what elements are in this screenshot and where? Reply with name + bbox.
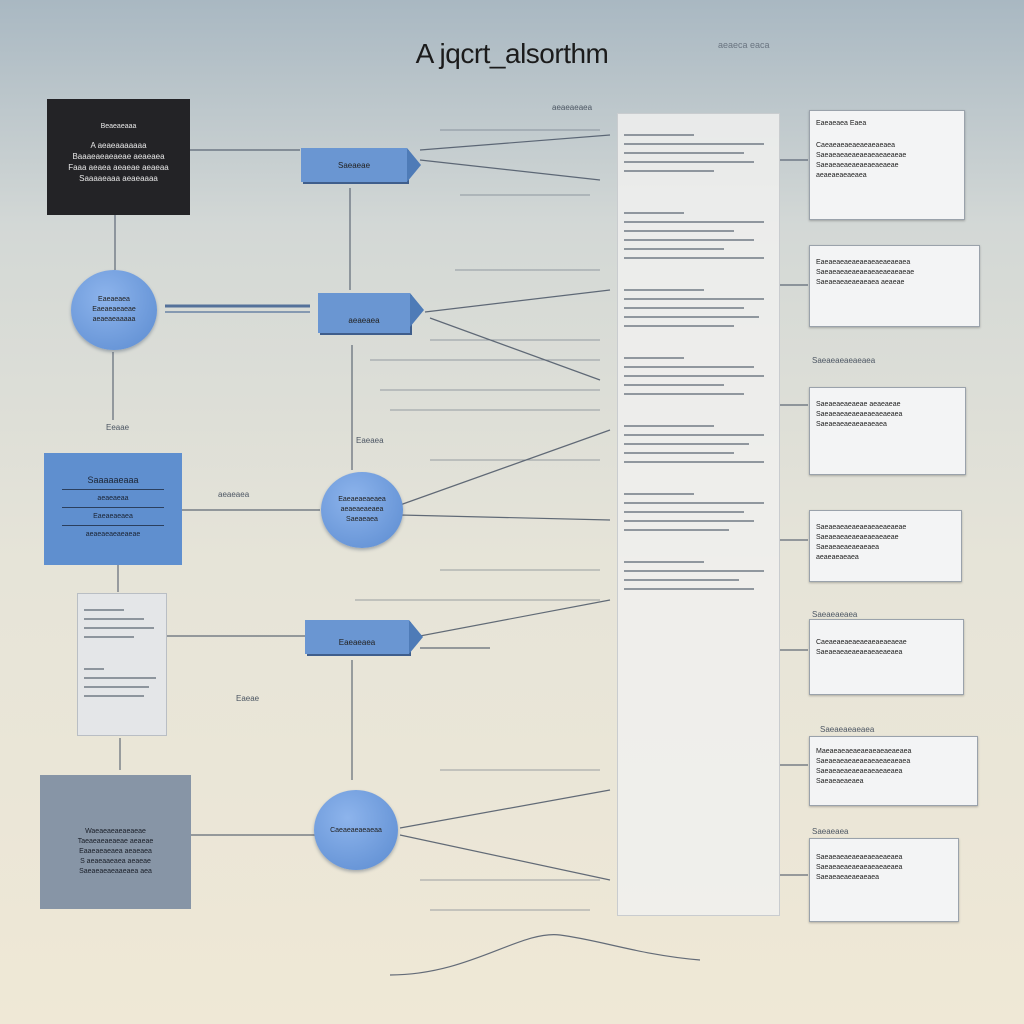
note-card-5: Caeaeaeaeaeaeaeaeaeaeae Saeaeaeaeaeaeaea… bbox=[809, 619, 964, 695]
card-line: Saeaeaeaeaeaeaeaeaeaea bbox=[816, 864, 903, 871]
note-card-2: Eaeaeaeaeaeaeaeaeaeaeaea Saeaeaeaeaeaeae… bbox=[809, 245, 980, 327]
mid-tag: aeaeaeaea bbox=[552, 103, 593, 112]
card-line: Saeaeaeaeaeaeaeaeaeaea bbox=[816, 649, 903, 656]
blue-box-heading: Saaaaaeaaa bbox=[87, 475, 139, 485]
card-tag: Saeaeaea bbox=[812, 827, 849, 836]
top-note: aeaeca eaca bbox=[718, 40, 770, 50]
card-line: Saeaeaeaeaeaeaea bbox=[816, 544, 880, 551]
card-line: Caeaeaeaeaeaeaeaeaea bbox=[816, 142, 896, 149]
blue-box: Saaaaaeaaa aeaeaeaa Eaeaeaeaea aeaeaeaea… bbox=[44, 453, 182, 565]
circle-line: Eaeaeaea bbox=[98, 296, 130, 303]
arrow-label: Eaeaeaea bbox=[338, 637, 376, 647]
card-line: aeaeaeaeaeaea bbox=[816, 172, 867, 179]
note-card-4: Saeaeaeaeaeaeaeaeaeaeae Saeaeaeaeaeaeaea… bbox=[809, 510, 962, 582]
card-line: Saeaeaeaeaeaeaea bbox=[816, 874, 880, 881]
card-line: Saeaeaeaeaeaeaeaeaeaeae bbox=[816, 524, 907, 531]
card-line: Saeaeaeaeaeaeaeaeaeaeaeae bbox=[816, 269, 915, 276]
card-line: Saeaeaeaeaeaeaeaeaeae bbox=[816, 162, 899, 169]
note-card-6: Maeaeaeaeaeaeaeaeaeaeaea Saeaeaeaeaeaeae… bbox=[809, 736, 978, 806]
circle-line: Saeaeaea bbox=[346, 516, 378, 523]
card-line: Saeaeaeaeaeaeaeaeaeaeaea bbox=[816, 758, 911, 765]
slate-box-line: Saeaeaeaeaaeaea aea bbox=[79, 868, 152, 875]
card-line: Eaeaeaeaeaeaeaeaeaeaeaea bbox=[816, 259, 911, 266]
arrow-label: aeaeaea bbox=[348, 315, 380, 325]
note-card-1: Eaeaeaea Eaea Caeaeaeaeaeaeaeaeaea Saeae… bbox=[809, 110, 965, 220]
card-line: Saeaeaeaeaeaeaeaeaeaeae bbox=[816, 152, 907, 159]
card-line: Saeaeaeaeaeaeaeaeaeaea bbox=[816, 411, 903, 418]
card-line: Saeaeaeaeaeaeaeaeaeaea bbox=[816, 768, 903, 775]
circle-line: Caeaeaeaeaeaa bbox=[330, 826, 382, 834]
blue-box-line: Eaeaeaeaea bbox=[93, 513, 133, 520]
circle-line: aeaeaeaaaaa bbox=[92, 316, 136, 323]
dark-box-heading: Beaeaeaaa bbox=[100, 123, 137, 130]
slate-box-line: S aeaeaaeaea aeaeae bbox=[80, 858, 151, 865]
dark-box-line: Faaa aeaea aeaeae aeaeaa bbox=[68, 163, 169, 172]
dark-box-line: Baaaeaeaeaeae aeaeaea bbox=[72, 152, 165, 161]
blue-box-line: aeaeaeaa bbox=[97, 495, 129, 502]
circle-line: Eaeaeaeaeae bbox=[92, 306, 136, 313]
mid-tag: Eaeae bbox=[236, 694, 260, 703]
process-circle-1: Eaeaeaea Eaeaeaeaeae aeaeaeaaaaa bbox=[71, 270, 157, 350]
arrow-label: Saeaeae bbox=[337, 160, 371, 170]
card-line: aeaeaeaeaea bbox=[816, 554, 859, 561]
card-tag: Saeaeaeaeaeaea bbox=[812, 356, 876, 365]
card-tag: Saeaeaeaea bbox=[812, 610, 858, 619]
card-line: Saeaeaeaeaeaeaeaeaeae bbox=[816, 534, 899, 541]
slate-box: Waeaeaeaeaeaeae Taeaeaeaeaeae aeaeae Eaa… bbox=[40, 775, 191, 909]
card-line: Maeaeaeaeaeaeaeaeaeaeaea bbox=[816, 748, 912, 755]
card-line: Saeaeaeaeaeaeaeaeaeaea bbox=[816, 854, 903, 861]
note-card-3: Saeaeaeaeaeae aeaeaeae Saeaeaeaeaeaeaeae… bbox=[809, 387, 966, 475]
process-circle-2: Eaeaeaeaeaea aeaeaeaeaea Saeaeaea bbox=[321, 472, 403, 548]
card-line: Saeaeaeaeaea bbox=[816, 778, 864, 785]
slate-box-line: Taeaeaeaeaeae aeaeae bbox=[77, 838, 154, 845]
mid-tag: Eaeaea bbox=[356, 436, 384, 445]
card-line: Saeaeaeaeaeae aeaeaeae bbox=[816, 401, 901, 408]
paper-sheet-left bbox=[77, 593, 167, 736]
card-line: Caeaeaeaeaeaeaeaeaeaeae bbox=[816, 639, 907, 646]
process-circle-3: Caeaeaeaeaeaa bbox=[314, 790, 398, 870]
circle-line: aeaeaeaeaea bbox=[340, 506, 384, 513]
note-card-7: Saeaeaeaeaeaeaeaeaeaea Saeaeaeaeaeaeaeae… bbox=[809, 838, 959, 922]
slate-box-line: Waeaeaeaeaeaeae bbox=[85, 828, 146, 835]
circle-line: Eaeaeaeaeaea bbox=[338, 496, 386, 503]
dark-box-line: A aeaeaaaaaaa bbox=[90, 141, 147, 150]
mid-tag: aeaeaea bbox=[218, 490, 250, 499]
card-line: Saeaeaeaeaeaeaea aeaeae bbox=[816, 279, 905, 286]
sheet-column bbox=[617, 113, 780, 916]
card-tag: Saeaeaeaeaea bbox=[820, 725, 875, 734]
arrow-step-3: Eaeaeaea bbox=[305, 620, 423, 654]
card-heading: Eaeaeaea Eaea bbox=[816, 120, 867, 127]
slate-box-line: Eaaeaeaeaea aeaeaea bbox=[79, 848, 152, 855]
blue-box-line: aeaeaeaeaeaeae bbox=[85, 531, 141, 538]
arrow-step-1: Saeaeae bbox=[301, 148, 421, 182]
dark-box-line: Saaaaeaaa aeaeaaaa bbox=[79, 174, 158, 183]
arrow-step-2: aeaeaea bbox=[318, 293, 424, 333]
card-line: Saeaeaeaeaeaeaeaea bbox=[816, 421, 887, 428]
left-tag: Eeaae bbox=[106, 423, 130, 432]
page-title: A jqcrt_alsorthm bbox=[415, 38, 609, 69]
dark-box: Beaeaeaaa A aeaeaaaaaaa Baaaeaeaeaeae ae… bbox=[47, 99, 190, 215]
